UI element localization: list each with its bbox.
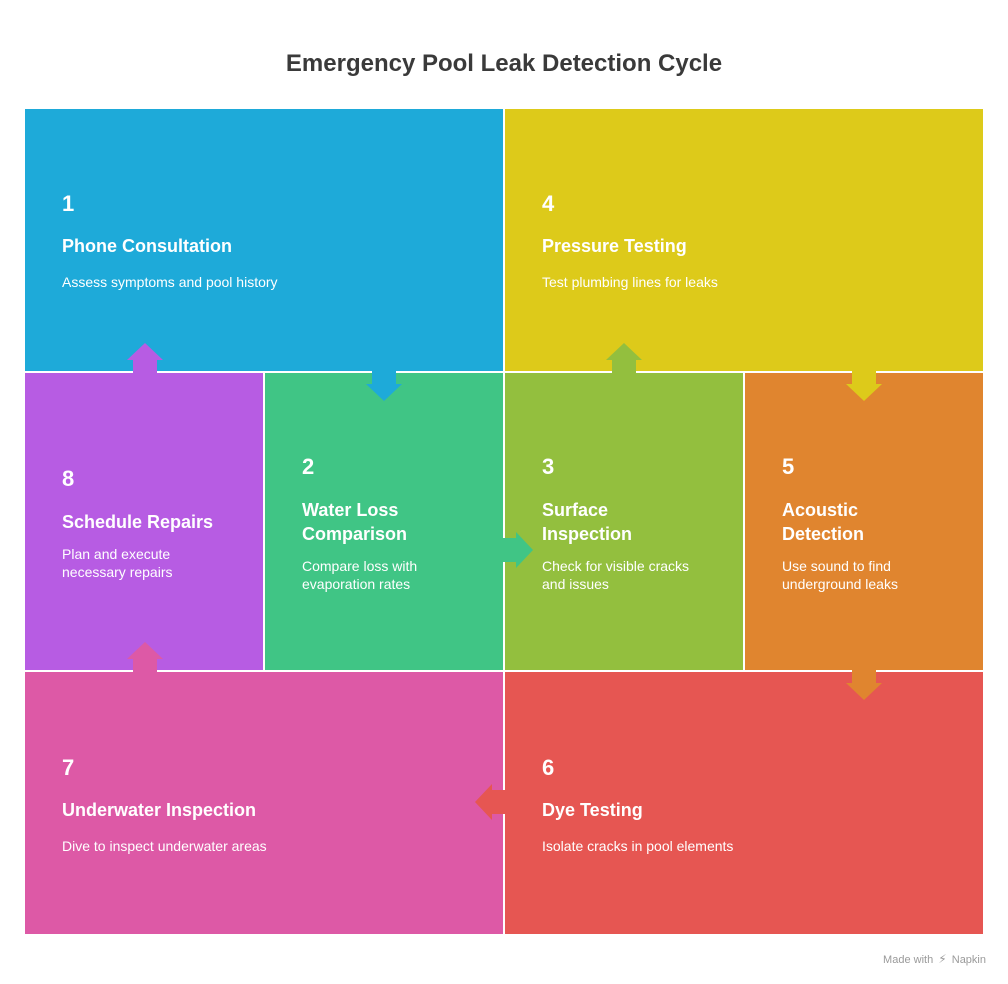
arrow-down-1-to-2 — [366, 371, 402, 401]
arrow-up-8-to-1 — [127, 343, 163, 373]
step-number: 6 — [542, 755, 555, 780]
description-line: necessary repairs — [62, 564, 173, 580]
step-description: Compare loss with evaporation rates — [302, 557, 417, 593]
arrow-right-2-to-3 — [503, 532, 533, 568]
step-description: Test plumbing lines for leaks — [542, 274, 718, 290]
napkin-watermark: Made with ⚡︎ Napkin — [883, 952, 986, 966]
step-number: 4 — [542, 191, 555, 216]
step-title: Phone Consultation — [62, 236, 232, 256]
panel-step-4 — [505, 109, 983, 371]
title-line: Inspection — [542, 524, 633, 544]
title-line: Acoustic — [782, 500, 859, 520]
description-line: underground leaks — [782, 576, 898, 592]
step-title: Underwater Inspection — [62, 800, 257, 820]
step-description: Plan and execute necessary repairs — [62, 545, 173, 581]
step-number: 2 — [302, 454, 315, 479]
step-description: Use sound to find underground leaks — [782, 557, 898, 593]
panel-step-6 — [505, 672, 983, 934]
description-line: Use sound to find — [782, 558, 891, 574]
napkin-brand-label: Napkin — [951, 954, 986, 966]
description-line: evaporation rates — [302, 576, 411, 592]
step-title: Dye Testing — [542, 800, 643, 820]
description-line: Plan and execute — [62, 546, 171, 562]
arrow-up-7-to-8 — [127, 642, 163, 672]
arrow-up-3-to-4 — [606, 343, 642, 373]
made-with-label: Made with — [883, 954, 934, 966]
arrow-down-4-to-5 — [846, 371, 882, 401]
step-number: 8 — [62, 466, 75, 491]
arrow-down-5-to-6 — [846, 670, 882, 700]
panel-step-1 — [25, 109, 503, 371]
step-number: 3 — [542, 454, 555, 479]
panel-step-8 — [25, 373, 263, 670]
step-title: Acoustic Detection — [782, 498, 864, 546]
title-line: Water Loss — [302, 500, 399, 520]
panel-step-7 — [25, 672, 503, 934]
step-description: Assess symptoms and pool history — [62, 274, 278, 290]
step-title: Pressure Testing — [542, 236, 687, 256]
panel-step-5 — [745, 373, 983, 670]
step-title: Water Loss Comparison — [302, 498, 407, 546]
step-description: Isolate cracks in pool elements — [542, 838, 734, 854]
step-number: 1 — [62, 191, 75, 216]
diagram-title: Emergency Pool Leak Detection Cycle — [285, 50, 723, 77]
description-line: Check for visible cracks — [542, 558, 690, 574]
step-description: Dive to inspect underwater areas — [62, 838, 267, 854]
step-number: 7 — [62, 755, 75, 780]
title-line: Detection — [782, 524, 865, 544]
title-line: Surface — [542, 500, 609, 520]
description-line: Compare loss with — [302, 558, 418, 574]
napkin-bolt-icon: ⚡︎ — [938, 952, 947, 966]
panel-step-3 — [505, 373, 743, 670]
title-line: Comparison — [302, 524, 408, 544]
description-line: and issues — [542, 576, 609, 592]
panel-step-2 — [265, 373, 503, 670]
arrow-left-6-to-7 — [475, 784, 505, 820]
step-description: Check for visible cracks and issues — [542, 557, 689, 593]
step-number: 5 — [782, 454, 795, 479]
step-title: Schedule Repairs — [62, 512, 214, 532]
step-title: Surface Inspection — [542, 498, 632, 546]
